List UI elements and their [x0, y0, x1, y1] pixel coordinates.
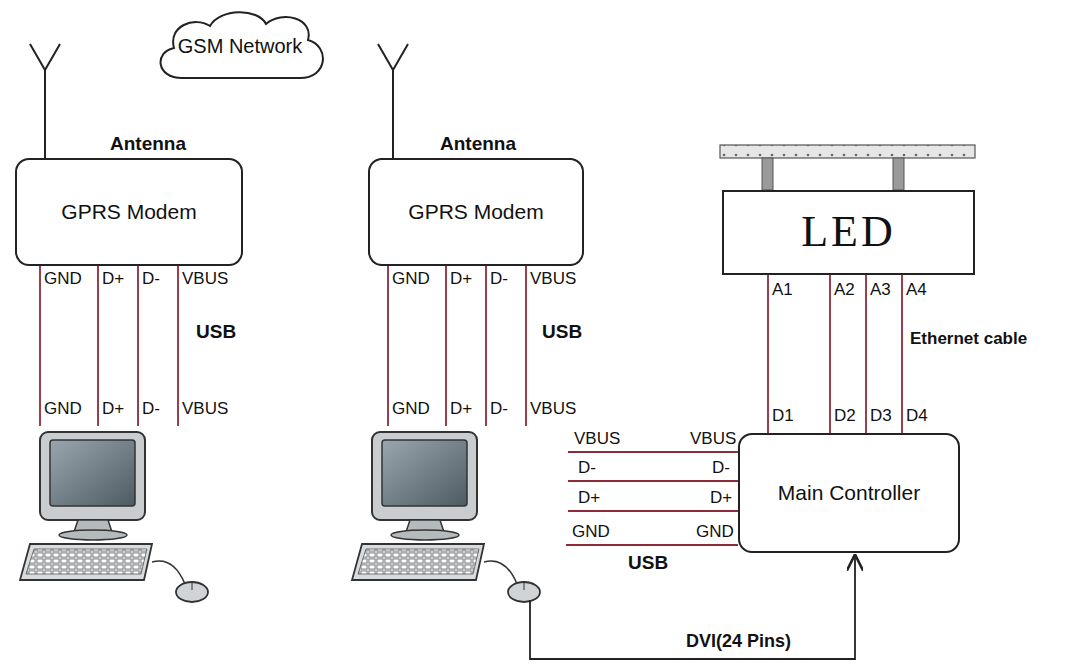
- controller-box: Main Controller: [738, 433, 960, 553]
- ethernet-wire: [767, 275, 769, 433]
- pin-name: VBUS: [530, 270, 576, 289]
- pin-name: GND: [44, 270, 82, 289]
- node-label: LED: [801, 207, 896, 258]
- modem-box: GPRS Modem: [368, 158, 584, 266]
- pin-name: VBUS: [182, 400, 228, 419]
- ethernet-wire: [865, 275, 867, 433]
- caption-label: USB: [542, 322, 582, 343]
- dvi-cable: [530, 556, 855, 659]
- pin-name: A2: [834, 281, 855, 300]
- pin-name: VBUS: [690, 430, 736, 449]
- computer-icon: [352, 432, 540, 602]
- ethernet-wire: [901, 275, 903, 433]
- pin-name: VBUS: [530, 400, 576, 419]
- pin-name: GND: [44, 400, 82, 419]
- caption-label: DVI(24 Pins): [686, 632, 791, 652]
- pin-name: D+: [102, 270, 124, 289]
- sign-post: [893, 158, 904, 190]
- pin-name: D-: [142, 400, 160, 419]
- modem-box: GPRS Modem: [15, 158, 243, 266]
- node-label: GSM Network: [178, 35, 302, 58]
- pin-name: A1: [772, 281, 793, 300]
- pin-name: VBUS: [574, 430, 620, 449]
- pin-name: D+: [450, 270, 472, 289]
- ethernet-wire: [829, 275, 831, 433]
- led-display: LED: [722, 190, 975, 275]
- caption-label: USB: [196, 322, 236, 343]
- pin-name: GND: [392, 270, 430, 289]
- caption-label: USB: [628, 553, 668, 574]
- pin-name: D-: [142, 270, 160, 289]
- cloud-node: GSM Network: [150, 4, 330, 88]
- pin-name: GND: [696, 523, 734, 542]
- sign-post: [762, 158, 773, 190]
- led-strip: [720, 145, 975, 158]
- pin-name: D2: [834, 407, 856, 426]
- caption-label: Antenna: [110, 134, 186, 155]
- pin-name: D+: [710, 489, 732, 508]
- pin-name: D-: [490, 400, 508, 419]
- pin-name: D3: [870, 407, 892, 426]
- pin-name: VBUS: [182, 270, 228, 289]
- computer-icon: [20, 432, 208, 602]
- caption-label: Ethernet cable: [910, 330, 1027, 349]
- pin-name: D1: [772, 407, 794, 426]
- pin-name: D4: [906, 407, 928, 426]
- usb-wire: [40, 266, 526, 426]
- caption-label: Antenna: [440, 134, 516, 155]
- pin-name: GND: [392, 400, 430, 419]
- pin-name: D+: [450, 400, 472, 419]
- usb-wire: [566, 452, 738, 545]
- pin-name: D-: [712, 459, 730, 478]
- pin-name: A3: [870, 281, 891, 300]
- pin-name: D+: [578, 489, 600, 508]
- led-strip: [720, 145, 975, 158]
- node-label: GPRS Modem: [408, 200, 543, 224]
- node-label: Main Controller: [778, 481, 920, 505]
- pin-name: D-: [578, 459, 596, 478]
- pin-name: GND: [572, 523, 610, 542]
- pin-name: A4: [906, 281, 927, 300]
- node-label: GPRS Modem: [61, 200, 196, 224]
- pin-name: D+: [102, 400, 124, 419]
- pin-name: D-: [490, 270, 508, 289]
